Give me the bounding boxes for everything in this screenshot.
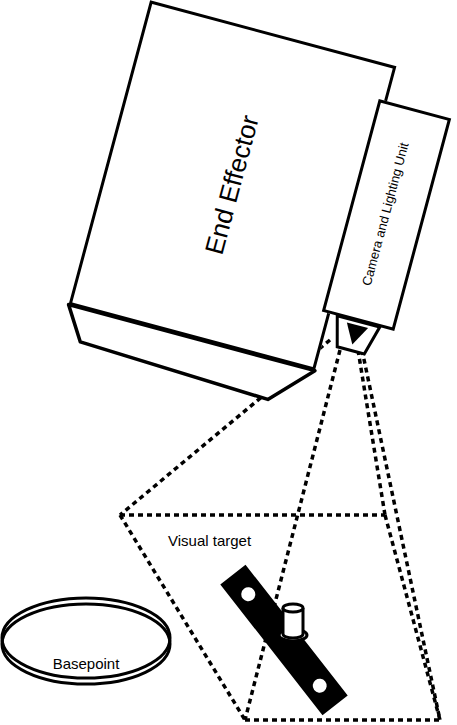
basepoint-ring: Basepoint <box>0 595 172 687</box>
target-pin <box>279 604 307 641</box>
camera-lens <box>329 315 379 355</box>
lens-glass <box>341 322 367 347</box>
ring-outer <box>2 598 170 678</box>
basepoint-ring-text: Basepoint <box>12 655 160 672</box>
ring-inner <box>2 604 170 684</box>
end-effector-bottom-face <box>57 304 314 409</box>
basepoint-ring-outline <box>0 595 172 687</box>
visual-target-label: Visual target <box>166 532 253 549</box>
end-effector-box-text: End Effector <box>180 40 284 329</box>
visual-target-bar <box>222 566 347 714</box>
